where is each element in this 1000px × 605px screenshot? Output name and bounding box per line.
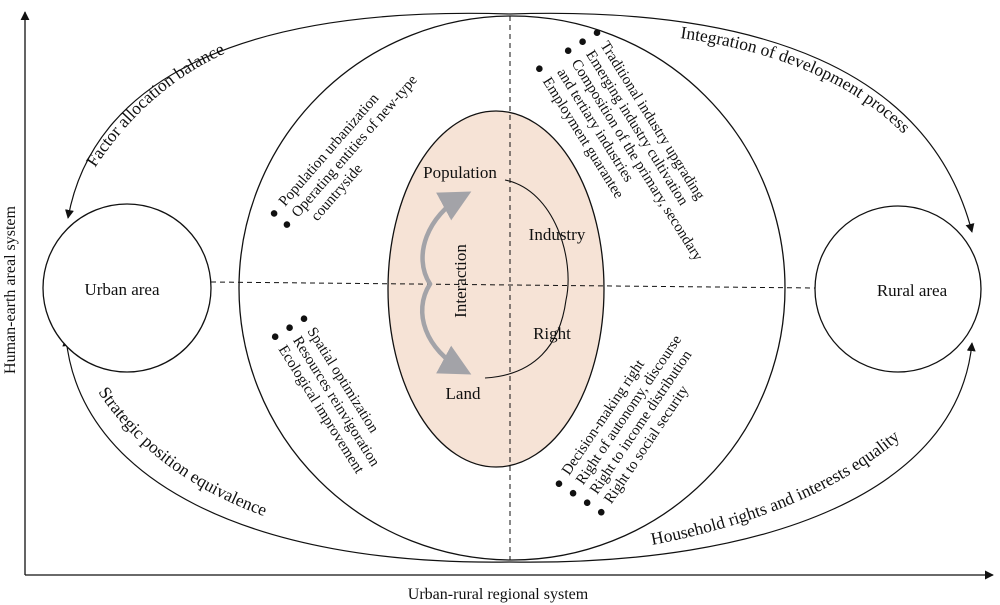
arrow-bottom-right (509, 342, 976, 563)
bullet (593, 29, 601, 37)
bullet (286, 324, 293, 332)
arrow-top-left (65, 12, 511, 219)
arrow-top-right (509, 12, 975, 233)
bullet (569, 489, 577, 497)
industry-label: Industry (529, 225, 586, 244)
rural-area-label: Rural area (877, 281, 948, 300)
urban-node: Urban area (42, 203, 212, 373)
right-label: Right (533, 324, 571, 343)
interaction-label: Interaction (451, 244, 470, 318)
outer-arrows (62, 12, 976, 563)
bullet (583, 499, 591, 507)
bullet (270, 210, 278, 217)
urban-area-label: Urban area (84, 280, 159, 299)
dashed-horizontal (210, 281, 816, 289)
rural-node: Rural area (814, 205, 982, 373)
y-axis-label: Human-earth areal system (2, 205, 19, 373)
interaction-arrows (419, 191, 472, 375)
bullet (300, 315, 308, 323)
interaction-arrow-down (419, 281, 472, 375)
bullet (597, 508, 605, 516)
bullet (579, 38, 586, 46)
factor-allocation-text: Factor allocation balance (82, 39, 228, 171)
bullet (536, 65, 543, 73)
land-label: Land (446, 384, 481, 403)
bullet (555, 480, 563, 488)
population-label: Population (423, 163, 497, 182)
bullet (564, 47, 572, 55)
core-connector-arc (484, 179, 569, 379)
dashed-axes (210, 16, 816, 560)
x-axis-label: Urban-rural regional system (408, 586, 589, 603)
factor-allocation-label: Factor allocation balance (82, 39, 228, 171)
bullet (271, 333, 279, 341)
bullet (283, 221, 291, 228)
arrow-bottom-left (62, 337, 511, 563)
axes: Urban-rural regional system Human-earth … (2, 11, 994, 603)
interaction-arrow-up (420, 191, 472, 287)
